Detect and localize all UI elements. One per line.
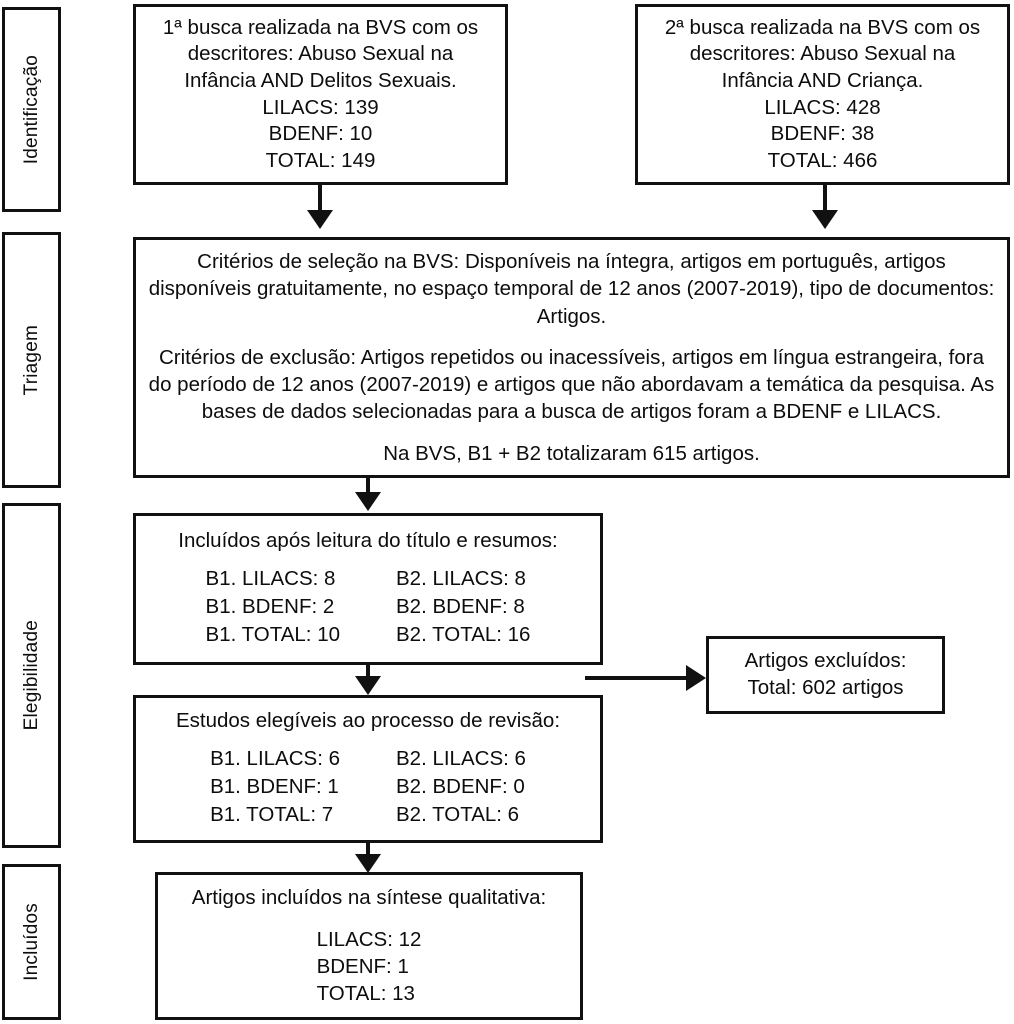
final-bdenf-count: BDENF: 1 bbox=[316, 954, 409, 978]
box-included-after-title: Incluídos após leitura do título e resum… bbox=[133, 513, 603, 665]
box-eligible-studies: Estudos elegíveis ao processo de revisão… bbox=[133, 695, 603, 843]
search-2-line-1: 2ª busca realizada na BVS com os bbox=[664, 15, 981, 39]
included-after-title-column-b2: B2. LILACS: 8 B2. BDENF: 8 B2. TOTAL: 16 bbox=[396, 565, 530, 650]
final-lilacs-count: LILACS: 12 bbox=[316, 927, 422, 951]
criteria-exclusion-paragraph: Critérios de exclusão: Artigos repetidos… bbox=[148, 345, 995, 424]
connector-line-criteria-to-included bbox=[366, 478, 370, 496]
search-1-line-2: descritores: Abuso Sexual na bbox=[187, 42, 454, 66]
search-2-line-3: Infância AND Criança. bbox=[721, 68, 924, 92]
excluded-articles-label: Artigos excluídos: bbox=[744, 649, 907, 673]
b1-lilacs-included: B1. LILACS: 8 bbox=[205, 566, 336, 590]
arrow-down-icon-search1-to-criteria bbox=[307, 210, 333, 229]
b1-total-included: B1. TOTAL: 10 bbox=[205, 623, 340, 647]
arrow-down-icon-eligible-to-final bbox=[355, 854, 381, 873]
criteria-inclusion-paragraph: Critérios de seleção na BVS: Disponíveis… bbox=[148, 250, 995, 328]
eligible-studies-column-b1: B1. LILACS: 6 B1. BDENF: 1 B1. TOTAL: 7 bbox=[210, 745, 340, 830]
eligible-studies-heading: Estudos elegíveis ao processo de revisão… bbox=[175, 709, 561, 733]
final-total-count: TOTAL: 13 bbox=[316, 981, 415, 1005]
connector-line-eligible-to-final bbox=[366, 843, 370, 858]
search-1-bdenf-count: BDENF: 10 bbox=[268, 122, 373, 146]
stage-label-incluidos: Incluídos bbox=[20, 903, 42, 981]
box-search-2: 2ª busca realizada na BVS com os descrit… bbox=[635, 4, 1010, 185]
search-2-total-count: TOTAL: 466 bbox=[767, 148, 878, 172]
b2-total-eligible: B2. TOTAL: 6 bbox=[396, 803, 520, 827]
b2-bdenf-eligible: B2. BDENF: 0 bbox=[396, 775, 525, 799]
stage-identificacao: Identificação bbox=[2, 7, 61, 212]
connector-line-included-to-eligible bbox=[366, 665, 370, 679]
criteria-total-paragraph: Na BVS, B1 + B2 totalizaram 615 artigos. bbox=[383, 441, 760, 465]
search-1-line-3: Infância AND Delitos Sexuais. bbox=[184, 68, 457, 92]
connector-line-to-excluded bbox=[585, 676, 689, 680]
arrow-right-icon-to-excluded bbox=[686, 665, 706, 691]
included-after-title-columns: B1. LILACS: 8 B1. BDENF: 2 B1. TOTAL: 10… bbox=[206, 565, 531, 650]
eligible-studies-column-b2: B2. LILACS: 6 B2. BDENF: 0 B2. TOTAL: 6 bbox=[396, 745, 526, 830]
b1-total-eligible: B1. TOTAL: 7 bbox=[210, 803, 334, 827]
included-after-title-column-b1: B1. LILACS: 8 B1. BDENF: 2 B1. TOTAL: 10 bbox=[206, 565, 340, 650]
box-final-synthesis: Artigos incluídos na síntese qualitativa… bbox=[155, 872, 583, 1020]
b1-bdenf-eligible: B1. BDENF: 1 bbox=[210, 775, 339, 799]
excluded-articles-text: Artigos excluídos: Total: 602 artigos bbox=[709, 648, 942, 701]
stage-triagem: Triagem bbox=[2, 232, 61, 488]
box-search-1: 1ª busca realizada na BVS com os descrit… bbox=[133, 4, 508, 185]
arrow-down-icon-included-to-eligible bbox=[355, 676, 381, 695]
stage-label-triagem: Triagem bbox=[20, 324, 42, 396]
connector-line-search2-to-criteria bbox=[823, 185, 827, 212]
connector-line-search1-to-criteria bbox=[318, 185, 322, 212]
search-1-lilacs-count: LILACS: 139 bbox=[262, 95, 379, 119]
box-selection-criteria: Critérios de seleção na BVS: Disponíveis… bbox=[133, 237, 1010, 478]
search-1-line-1: 1ª busca realizada na BVS com os bbox=[162, 15, 479, 39]
search-2-line-2: descritores: Abuso Sexual na bbox=[689, 42, 956, 66]
stage-label-elegibilidade: Elegibilidade bbox=[20, 620, 42, 731]
search-2-bdenf-count: BDENF: 38 bbox=[770, 122, 875, 146]
search-2-text: 2ª busca realizada na BVS com os descrit… bbox=[638, 15, 1007, 175]
stage-elegibilidade: Elegibilidade bbox=[2, 503, 61, 848]
final-synthesis-counts: LILACS: 12 BDENF: 1 TOTAL: 13 bbox=[317, 926, 422, 1007]
stage-incluidos: Incluídos bbox=[2, 864, 61, 1020]
b2-lilacs-included: B2. LILACS: 8 bbox=[396, 566, 526, 590]
eligible-studies-columns: B1. LILACS: 6 B1. BDENF: 1 B1. TOTAL: 7 … bbox=[210, 745, 526, 830]
included-after-title-heading: Incluídos após leitura do título e resum… bbox=[178, 529, 558, 553]
b2-total-included: B2. TOTAL: 16 bbox=[396, 623, 531, 647]
stage-label-identificacao: Identificação bbox=[20, 54, 42, 165]
b2-bdenf-included: B2. BDENF: 8 bbox=[396, 595, 525, 619]
b1-lilacs-eligible: B1. LILACS: 6 bbox=[210, 746, 340, 770]
criteria-text: Critérios de seleção na BVS: Disponíveis… bbox=[136, 248, 1007, 467]
search-2-lilacs-count: LILACS: 428 bbox=[764, 95, 881, 119]
arrow-down-icon-search2-to-criteria bbox=[812, 210, 838, 229]
b2-lilacs-eligible: B2. LILACS: 6 bbox=[396, 746, 526, 770]
arrow-down-icon-criteria-to-included bbox=[355, 492, 381, 511]
final-synthesis-heading: Artigos incluídos na síntese qualitativa… bbox=[191, 886, 547, 910]
excluded-articles-total: Total: 602 artigos bbox=[747, 676, 904, 699]
search-1-text: 1ª busca realizada na BVS com os descrit… bbox=[136, 15, 505, 175]
search-1-total-count: TOTAL: 149 bbox=[265, 148, 376, 172]
box-excluded-articles: Artigos excluídos: Total: 602 artigos bbox=[706, 636, 945, 714]
b1-bdenf-included: B1. BDENF: 2 bbox=[205, 595, 335, 619]
